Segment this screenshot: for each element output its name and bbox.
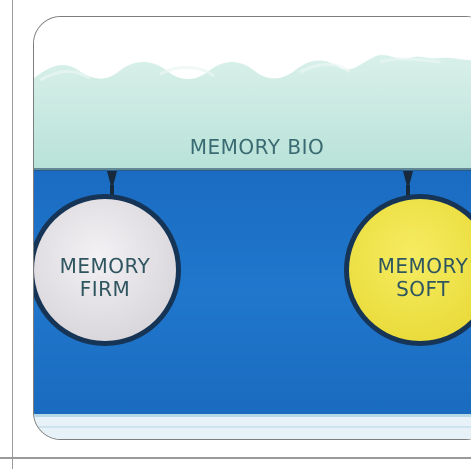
left-border-line (0, 0, 13, 469)
memory-soft-label-line1: MEMORY (377, 254, 469, 278)
memory-soft-label: MEMORY SOFT (353, 255, 471, 301)
firm-connector (107, 171, 117, 190)
memory-firm-label-line2: FIRM (79, 277, 131, 301)
soft-connector (403, 171, 413, 190)
memory-bio-label: MEMORY BIO (189, 135, 325, 159)
memory-firm-label: MEMORY FIRM (35, 255, 175, 301)
memory-bio-layer (34, 55, 471, 170)
bottom-border-line (0, 457, 471, 459)
memory-firm-label-line1: MEMORY (59, 254, 151, 278)
memory-soft-label-line2: SOFT (396, 277, 450, 301)
